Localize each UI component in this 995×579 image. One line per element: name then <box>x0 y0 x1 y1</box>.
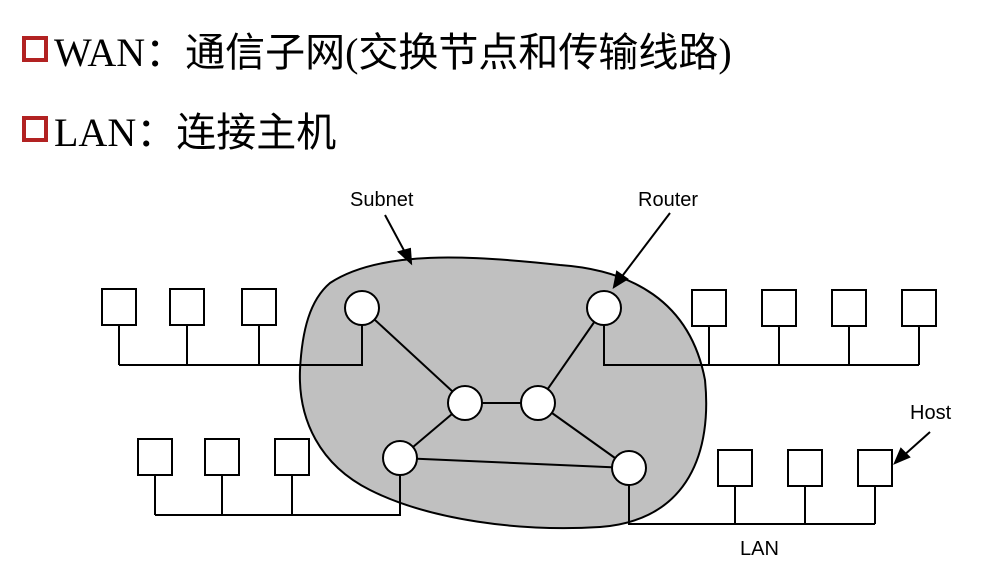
arrowhead-icon <box>612 270 629 290</box>
host-box <box>717 449 753 487</box>
router-node <box>447 385 483 421</box>
label-subnet: Subnet <box>350 189 414 211</box>
label-router: Router <box>638 189 698 211</box>
bullet-lan: LAN：连接主机 <box>22 100 336 158</box>
host-box <box>787 449 823 487</box>
arrowhead-icon <box>893 447 911 465</box>
host-box <box>169 288 205 326</box>
router-node <box>344 290 380 326</box>
router-node <box>611 450 647 486</box>
bullet-lan-text: LAN：连接主机 <box>54 110 337 155</box>
bullet-wan: WAN：通信子网(交换节点和传输线路) <box>22 20 732 78</box>
host-box <box>204 438 240 476</box>
arrowhead-icon <box>396 247 413 266</box>
host-box <box>101 288 137 326</box>
lan-bottom-right <box>628 449 893 525</box>
lan-top-left <box>101 288 363 366</box>
router-node <box>382 440 418 476</box>
router-nodes <box>344 290 647 486</box>
lan-top-right <box>603 289 937 366</box>
host-box <box>857 449 893 487</box>
bullet-wan-text: WAN：通信子网(交换节点和传输线路) <box>54 30 732 75</box>
host-box <box>831 289 867 327</box>
lan-bottom-left <box>137 438 401 516</box>
host-box <box>691 289 727 327</box>
host-box <box>137 438 173 476</box>
bullet-square-icon <box>22 116 48 142</box>
host-box <box>274 438 310 476</box>
pointer-arrows <box>384 212 931 465</box>
router-node <box>520 385 556 421</box>
label-host: Host <box>910 402 952 424</box>
host-box <box>761 289 797 327</box>
host-box <box>901 289 937 327</box>
bullet-square-icon <box>22 36 48 62</box>
host-box <box>241 288 277 326</box>
router-node <box>586 290 622 326</box>
label-lan: LAN <box>740 538 779 560</box>
